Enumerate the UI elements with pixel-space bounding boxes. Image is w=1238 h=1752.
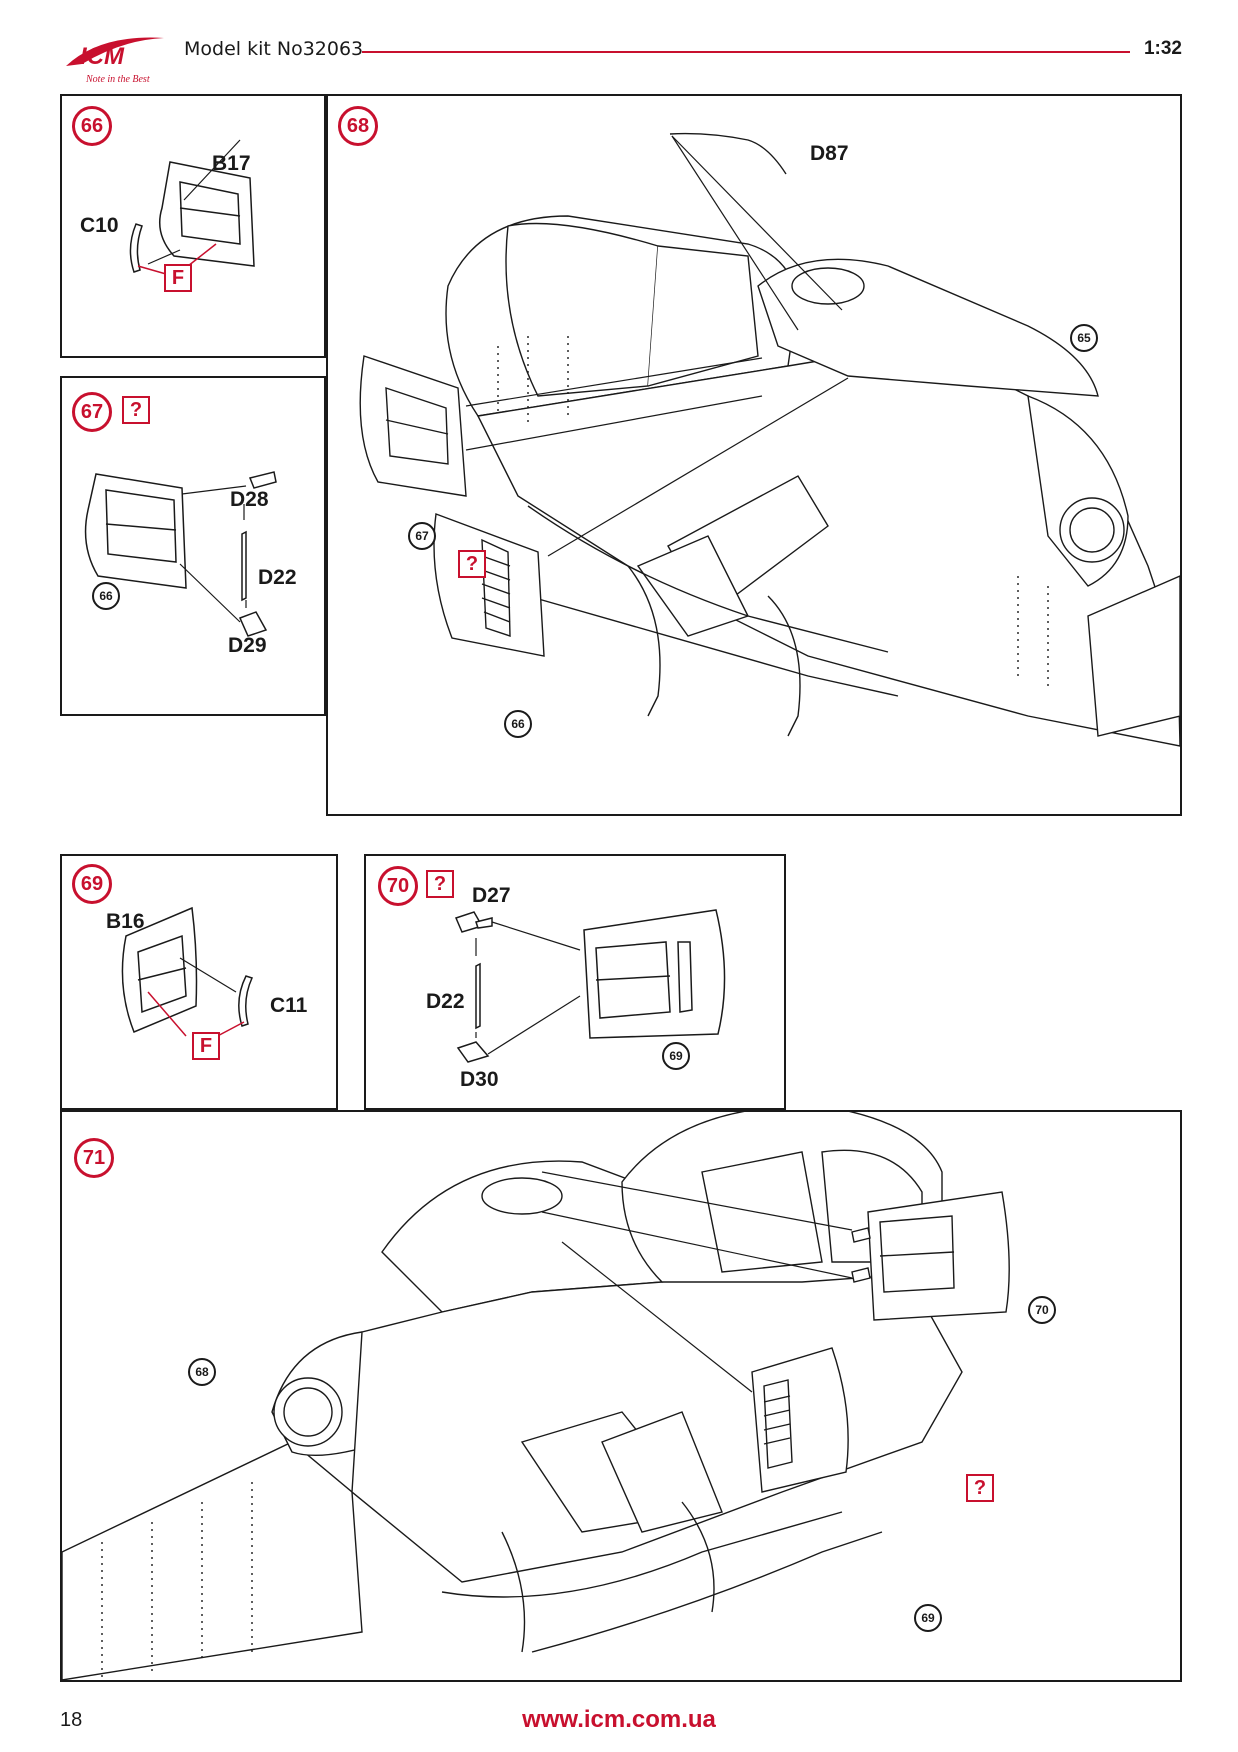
step-67-badge: 67 xyxy=(72,392,112,432)
ref-step-69: 69 xyxy=(914,1604,942,1632)
scale-label: 1:32 xyxy=(1143,38,1182,59)
step-69-badge: 69 xyxy=(72,864,112,904)
step-67-panel: 67 ? D28 D22 D29 66 xyxy=(60,376,326,716)
ref-step-66: 66 xyxy=(504,710,532,738)
part-d30-label: D30 xyxy=(460,1068,499,1091)
step-70-drawing xyxy=(454,909,726,1063)
step-70-panel: 70 ? D27 D22 D30 69 xyxy=(364,854,786,1110)
part-b17-label: B17 xyxy=(212,152,251,175)
optional-flag: ? xyxy=(966,1474,994,1502)
icm-logo-graphic: ICM Note in the Best xyxy=(66,37,164,85)
model-kit-title: Model kit No32063 xyxy=(184,38,364,60)
part-c11-label: C11 xyxy=(270,994,308,1017)
logo-tagline: Note in the Best xyxy=(85,74,150,85)
part-d22-label: D22 xyxy=(426,990,465,1013)
part-d27-label: D27 xyxy=(472,884,511,907)
part-c10-label: C10 xyxy=(80,214,119,237)
part-d22-label: D22 xyxy=(258,566,297,589)
part-b16-label: B16 xyxy=(106,910,145,933)
step-71-badge: 71 xyxy=(74,1138,114,1178)
step-69-panel: 69 B16 C11 F xyxy=(60,854,338,1110)
ref-step-69: 69 xyxy=(662,1042,690,1070)
optional-flag: ? xyxy=(426,870,454,898)
ref-step-67: 67 xyxy=(408,522,436,550)
step-67-drawing xyxy=(84,471,277,637)
logo-text: ICM xyxy=(80,43,125,70)
optional-flag: ? xyxy=(122,396,150,424)
step-71-drawing xyxy=(62,1112,1010,1680)
fit-flag-f: F xyxy=(164,264,192,292)
ref-step-65: 65 xyxy=(1070,324,1098,352)
ref-step-66: 66 xyxy=(92,582,120,610)
step-68-badge: 68 xyxy=(338,106,378,146)
step-70-badge: 70 xyxy=(378,866,418,906)
step-69-drawing xyxy=(121,906,254,1041)
ref-step-70: 70 xyxy=(1028,1296,1056,1324)
header-rule xyxy=(362,51,1130,53)
optional-flag: ? xyxy=(458,550,486,578)
part-d29-label: D29 xyxy=(228,634,267,657)
step-71-panel: 71 68 70 ? 69 xyxy=(60,1110,1182,1682)
part-d28-label: D28 xyxy=(230,488,269,511)
step-66-panel: 66 B17 C10 F xyxy=(60,94,326,358)
step-68-drawing xyxy=(359,132,1180,747)
fit-flag-f: F xyxy=(192,1032,220,1060)
icm-logo: ICM Note in the Best xyxy=(60,30,172,90)
step-66-badge: 66 xyxy=(72,106,112,146)
ref-step-68: 68 xyxy=(188,1358,216,1386)
page-number: 18 xyxy=(60,1709,83,1731)
step-68-panel: 68 D87 65 67 ? 66 xyxy=(326,94,1182,816)
step-66-drawing xyxy=(129,139,255,275)
website-link[interactable]: www.icm.com.ua xyxy=(522,1706,716,1733)
part-d87-label: D87 xyxy=(810,142,849,165)
